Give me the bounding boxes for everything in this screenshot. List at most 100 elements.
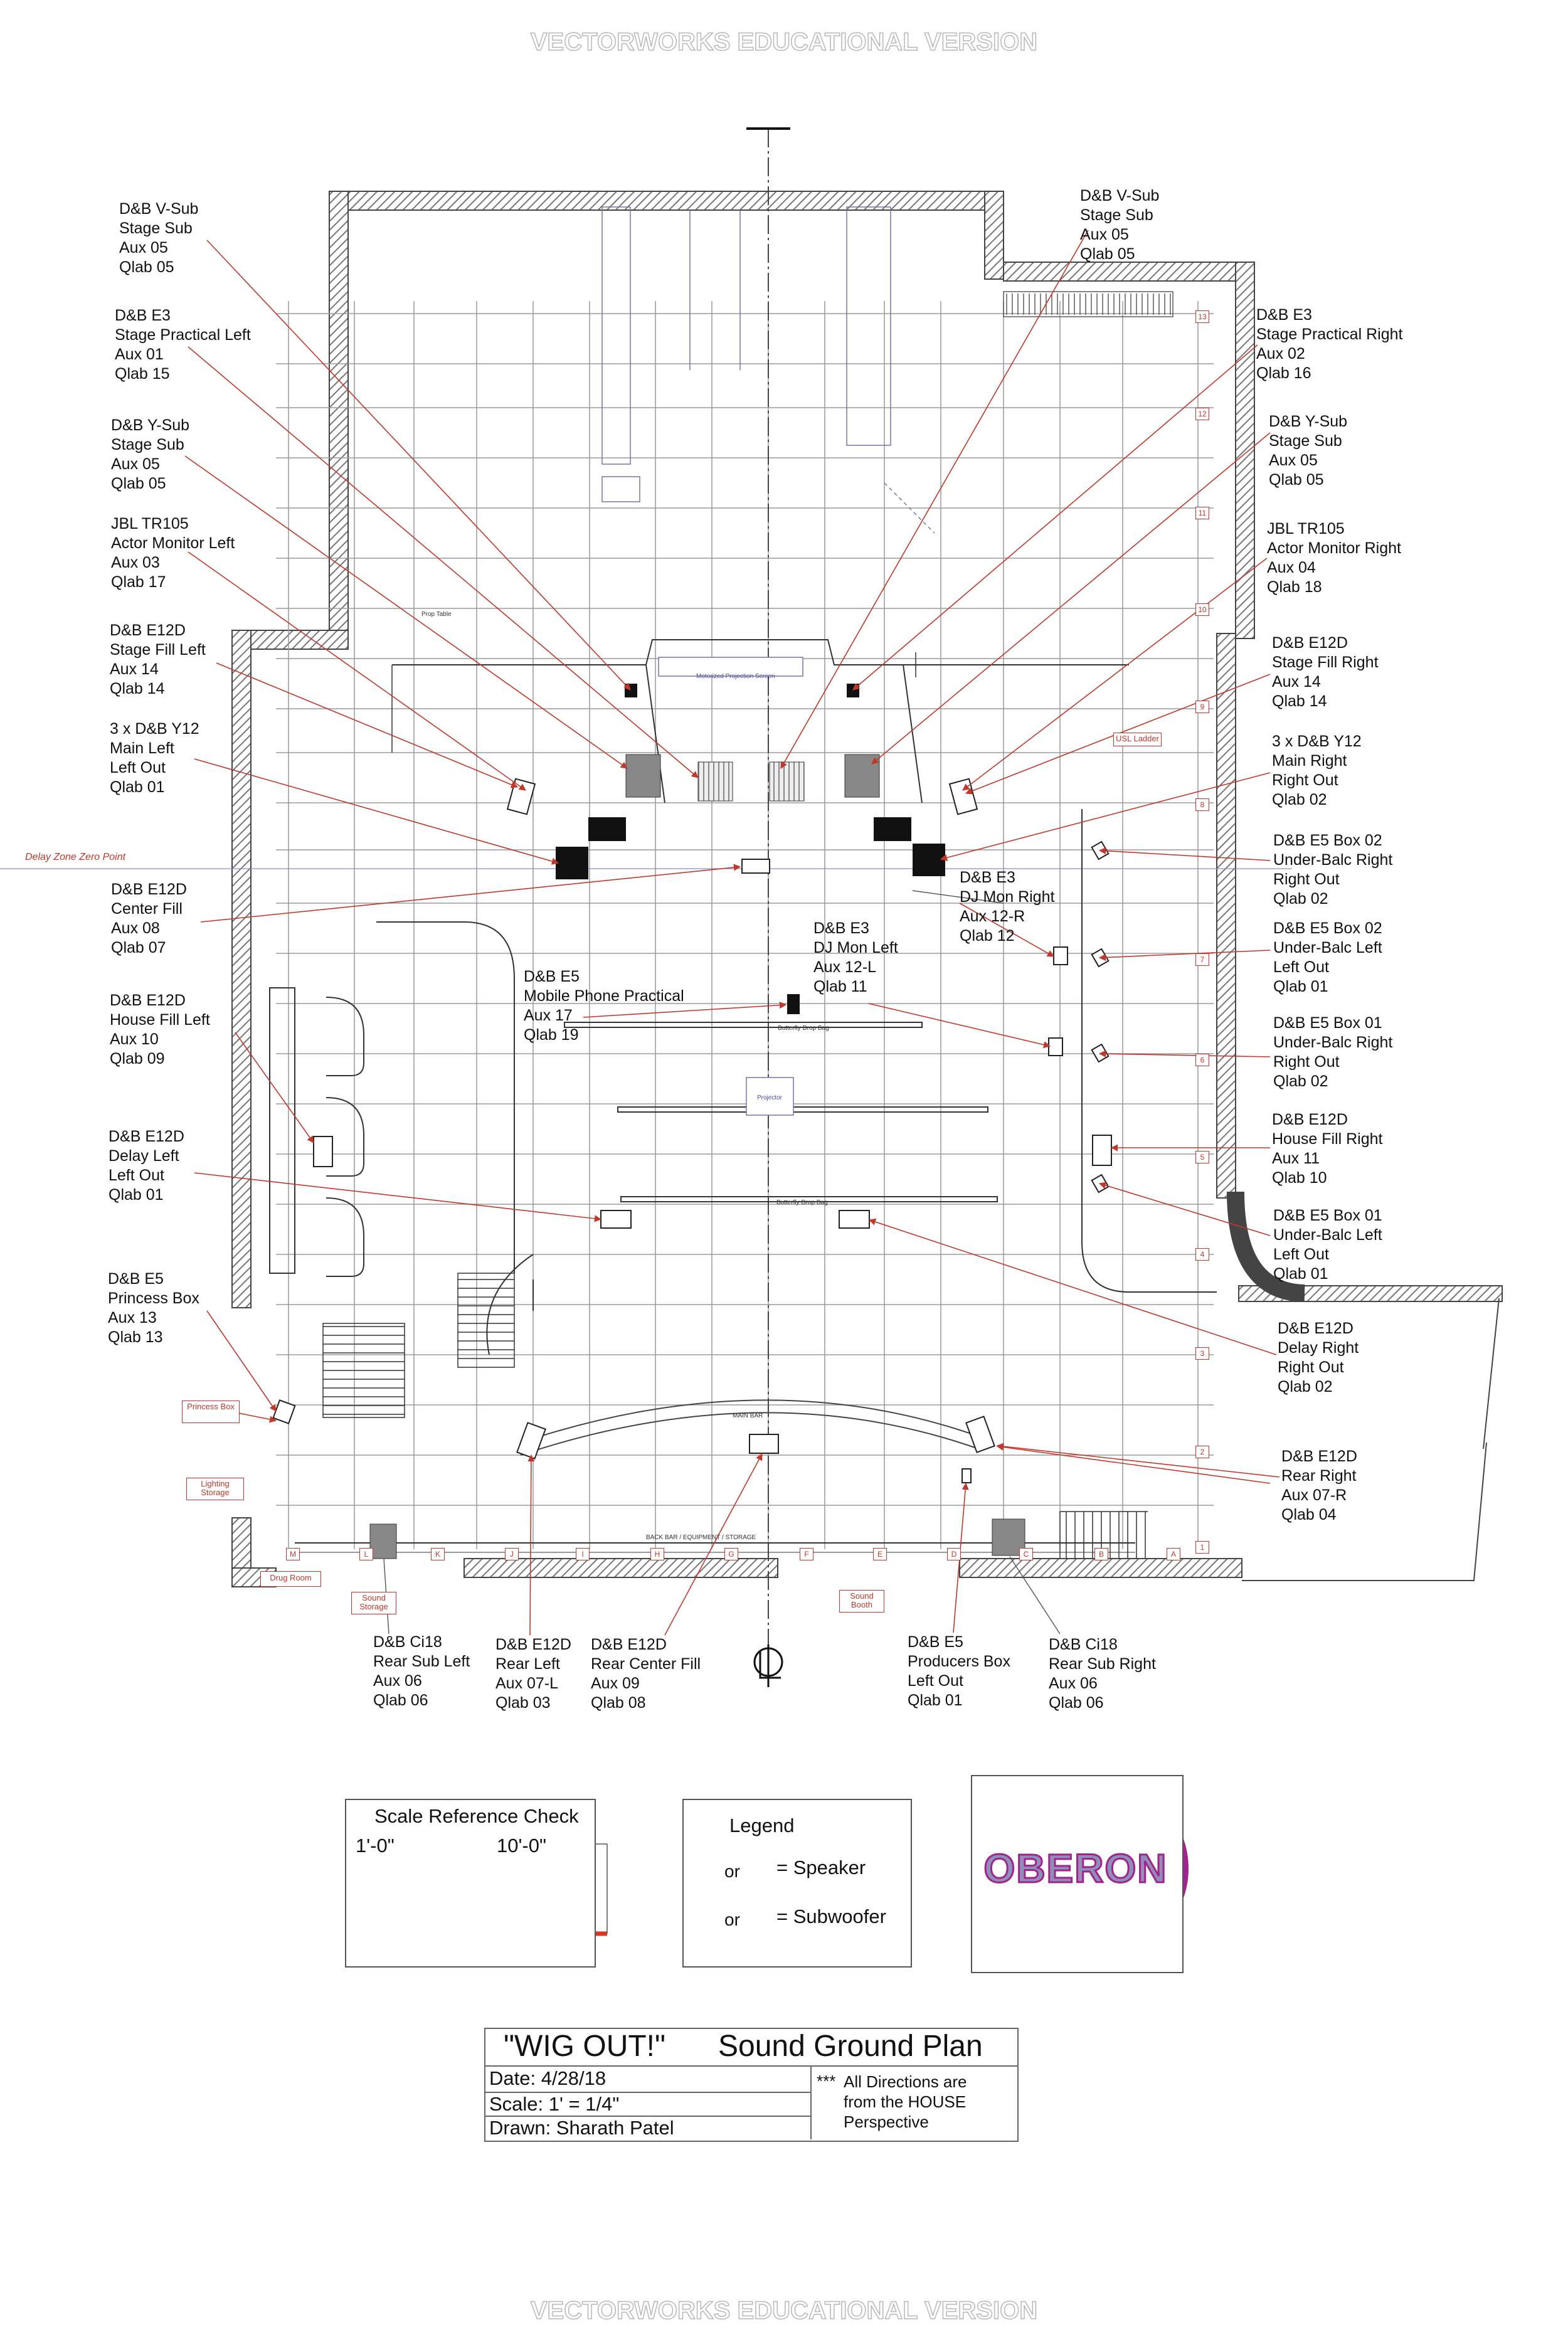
speakers-solid	[556, 684, 945, 1014]
show-title: "WIG OUT!"	[504, 2030, 666, 2063]
grid-letter-tag: G	[724, 1548, 738, 1560]
scale-ten-foot: 10'-0"	[497, 1835, 546, 1857]
title-drawn: Drawn: Sharath Patel	[489, 2117, 674, 2139]
stage-edge	[392, 639, 1129, 665]
grid-letter-tag: L	[359, 1548, 373, 1560]
callout-leaders-dark	[383, 890, 1061, 1634]
scale-reference-box	[345, 1799, 596, 1968]
grid-letter-tag: F	[800, 1548, 813, 1560]
grid-number-tag: 5	[1195, 1151, 1209, 1163]
label-back-bar: BACK BAR / EQUIPMENT / STORAGE	[646, 1534, 756, 1541]
legend-or-1: or	[724, 1862, 740, 1881]
label-butterfly-drop-bag-1: Butterfly Drop Bag	[778, 1025, 829, 1032]
oberon-logo: OBERON	[983, 1845, 1168, 1892]
label-prop-table: Prop Table	[421, 611, 452, 618]
watermark-top: VECTORWORKS EDUCATIONAL VERSION	[530, 28, 1038, 56]
grid-letter-tag: K	[431, 1548, 445, 1560]
main-bar-arc	[520, 1399, 979, 1443]
grid-letter-tag: H	[650, 1548, 664, 1560]
drop-bag-pipes	[564, 1022, 998, 1202]
legend-subwoofer-text: = Subwoofer	[776, 1905, 886, 1927]
room-tag-drug-room: Drug Room	[260, 1571, 321, 1587]
scale-one-foot: 1'-0"	[356, 1835, 395, 1857]
callout-leaders	[184, 230, 1280, 1636]
projector-shape	[746, 1077, 794, 1116]
grid-number-tag: 1	[1195, 1541, 1209, 1554]
grid-letter-tag: B	[1094, 1548, 1108, 1560]
title-block	[484, 2028, 1019, 2142]
grid-number-tag: 10	[1195, 603, 1209, 616]
grid-number-tag: 2	[1195, 1446, 1209, 1458]
legend-speaker-text: = Speaker	[776, 1857, 866, 1878]
legend-title: Legend	[729, 1814, 795, 1836]
left-booths	[269, 987, 364, 1277]
grid-number-tag: 9	[1195, 701, 1209, 713]
grid-number-tag: 13	[1195, 310, 1209, 323]
grid-number-tag: 3	[1195, 1347, 1209, 1360]
grid-number-tag: 11	[1195, 507, 1209, 519]
batten-grid	[276, 301, 1214, 1559]
grid-number-tag: 8	[1195, 798, 1209, 811]
center-line-symbol	[753, 1645, 783, 1687]
grid-letter-tag: D	[947, 1548, 961, 1560]
grid-letter-tag: J	[505, 1548, 519, 1560]
legend-box	[682, 1799, 912, 1968]
grid-number-tag: 6	[1195, 1054, 1209, 1066]
stage-features	[601, 206, 935, 534]
grid-number-tag: 12	[1195, 408, 1209, 420]
logo-box	[971, 1775, 1184, 1973]
title-note-marker: ***	[817, 2072, 836, 2090]
watermark-bottom: VECTORWORKS EDUCATIONAL VERSION	[530, 2296, 1038, 2325]
room-tag-lighting-storage: Lighting Storage	[186, 1478, 244, 1500]
scale-reference-title: Scale Reference Check	[374, 1805, 579, 1827]
title-scale: Scale: 1' = 1/4"	[489, 2093, 620, 2115]
label-butterfly-drop-bag-2: Butterfly Drop Bag	[776, 1199, 828, 1206]
room-tag-princess-box: Princess Box	[182, 1401, 240, 1423]
grid-letter-tag: A	[1167, 1548, 1180, 1560]
plan-title: Sound Ground Plan	[718, 2030, 983, 2063]
room-tag-sound-booth: Sound Booth	[839, 1590, 884, 1613]
grid-number-tag: 4	[1195, 1248, 1209, 1261]
grid-letter-tag: I	[576, 1548, 590, 1560]
grid-number-tag: 7	[1195, 953, 1209, 966]
grid-letter-tag: C	[1019, 1548, 1033, 1560]
grid-letter-tag: M	[286, 1548, 300, 1560]
grid-letter-tag: E	[873, 1548, 887, 1560]
title-date: Date: 4/28/18	[489, 2067, 607, 2089]
room-tag-sound-storage: Sound Storage	[351, 1592, 396, 1614]
building-walls	[231, 191, 1503, 1587]
stage-subwoofers	[369, 754, 1025, 1559]
label-projector: Projector	[757, 1094, 783, 1101]
legend-or-2: or	[724, 1910, 740, 1929]
label-motorized-screen: Motorized Projection Screen	[696, 673, 775, 680]
